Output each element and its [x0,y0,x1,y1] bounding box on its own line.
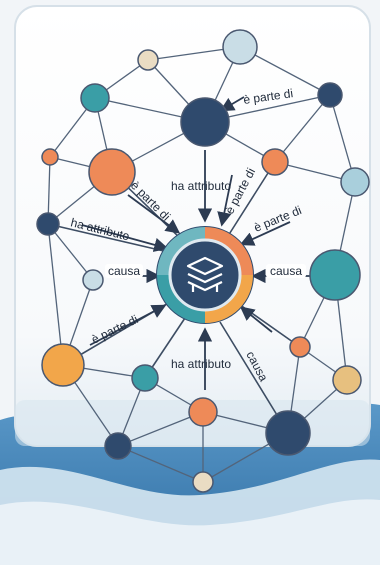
node-right-orange [261,148,289,176]
label-cause-right: causa [270,264,302,278]
label-has-attribute-bottom: ha attributo [171,357,231,371]
node-bottom-orange [188,397,218,427]
stacked-layers-icon [186,256,224,292]
label-has-attribute-top: ha attributo [171,179,231,193]
node-left-navy [36,212,60,236]
node-left-orange [88,148,136,196]
node-left-grey [82,269,104,291]
node-bottom-navy-small [104,432,132,460]
node-top-small [137,49,159,71]
node-upper-navy [180,97,230,147]
node-right-sand [332,365,362,395]
label-cause-left: causa [108,264,140,278]
node-right-small-orange [289,336,311,358]
node-top-pale [222,29,258,65]
node-right-pale [340,167,370,197]
node-lower-left-amber [41,343,85,387]
label-part-of-top: è parte di [242,86,294,107]
node-right-teal [309,249,361,301]
node-upper-teal [80,83,110,113]
relation-arrows [81,96,312,390]
central-hub [156,226,254,324]
node-left-small-orange [41,148,59,166]
node-bottom-beige [192,471,214,493]
graph-nodes [36,29,370,493]
node-upper-right-navy [317,82,343,108]
node-lower-teal [131,364,159,392]
node-bottom-navy-large [265,410,311,456]
